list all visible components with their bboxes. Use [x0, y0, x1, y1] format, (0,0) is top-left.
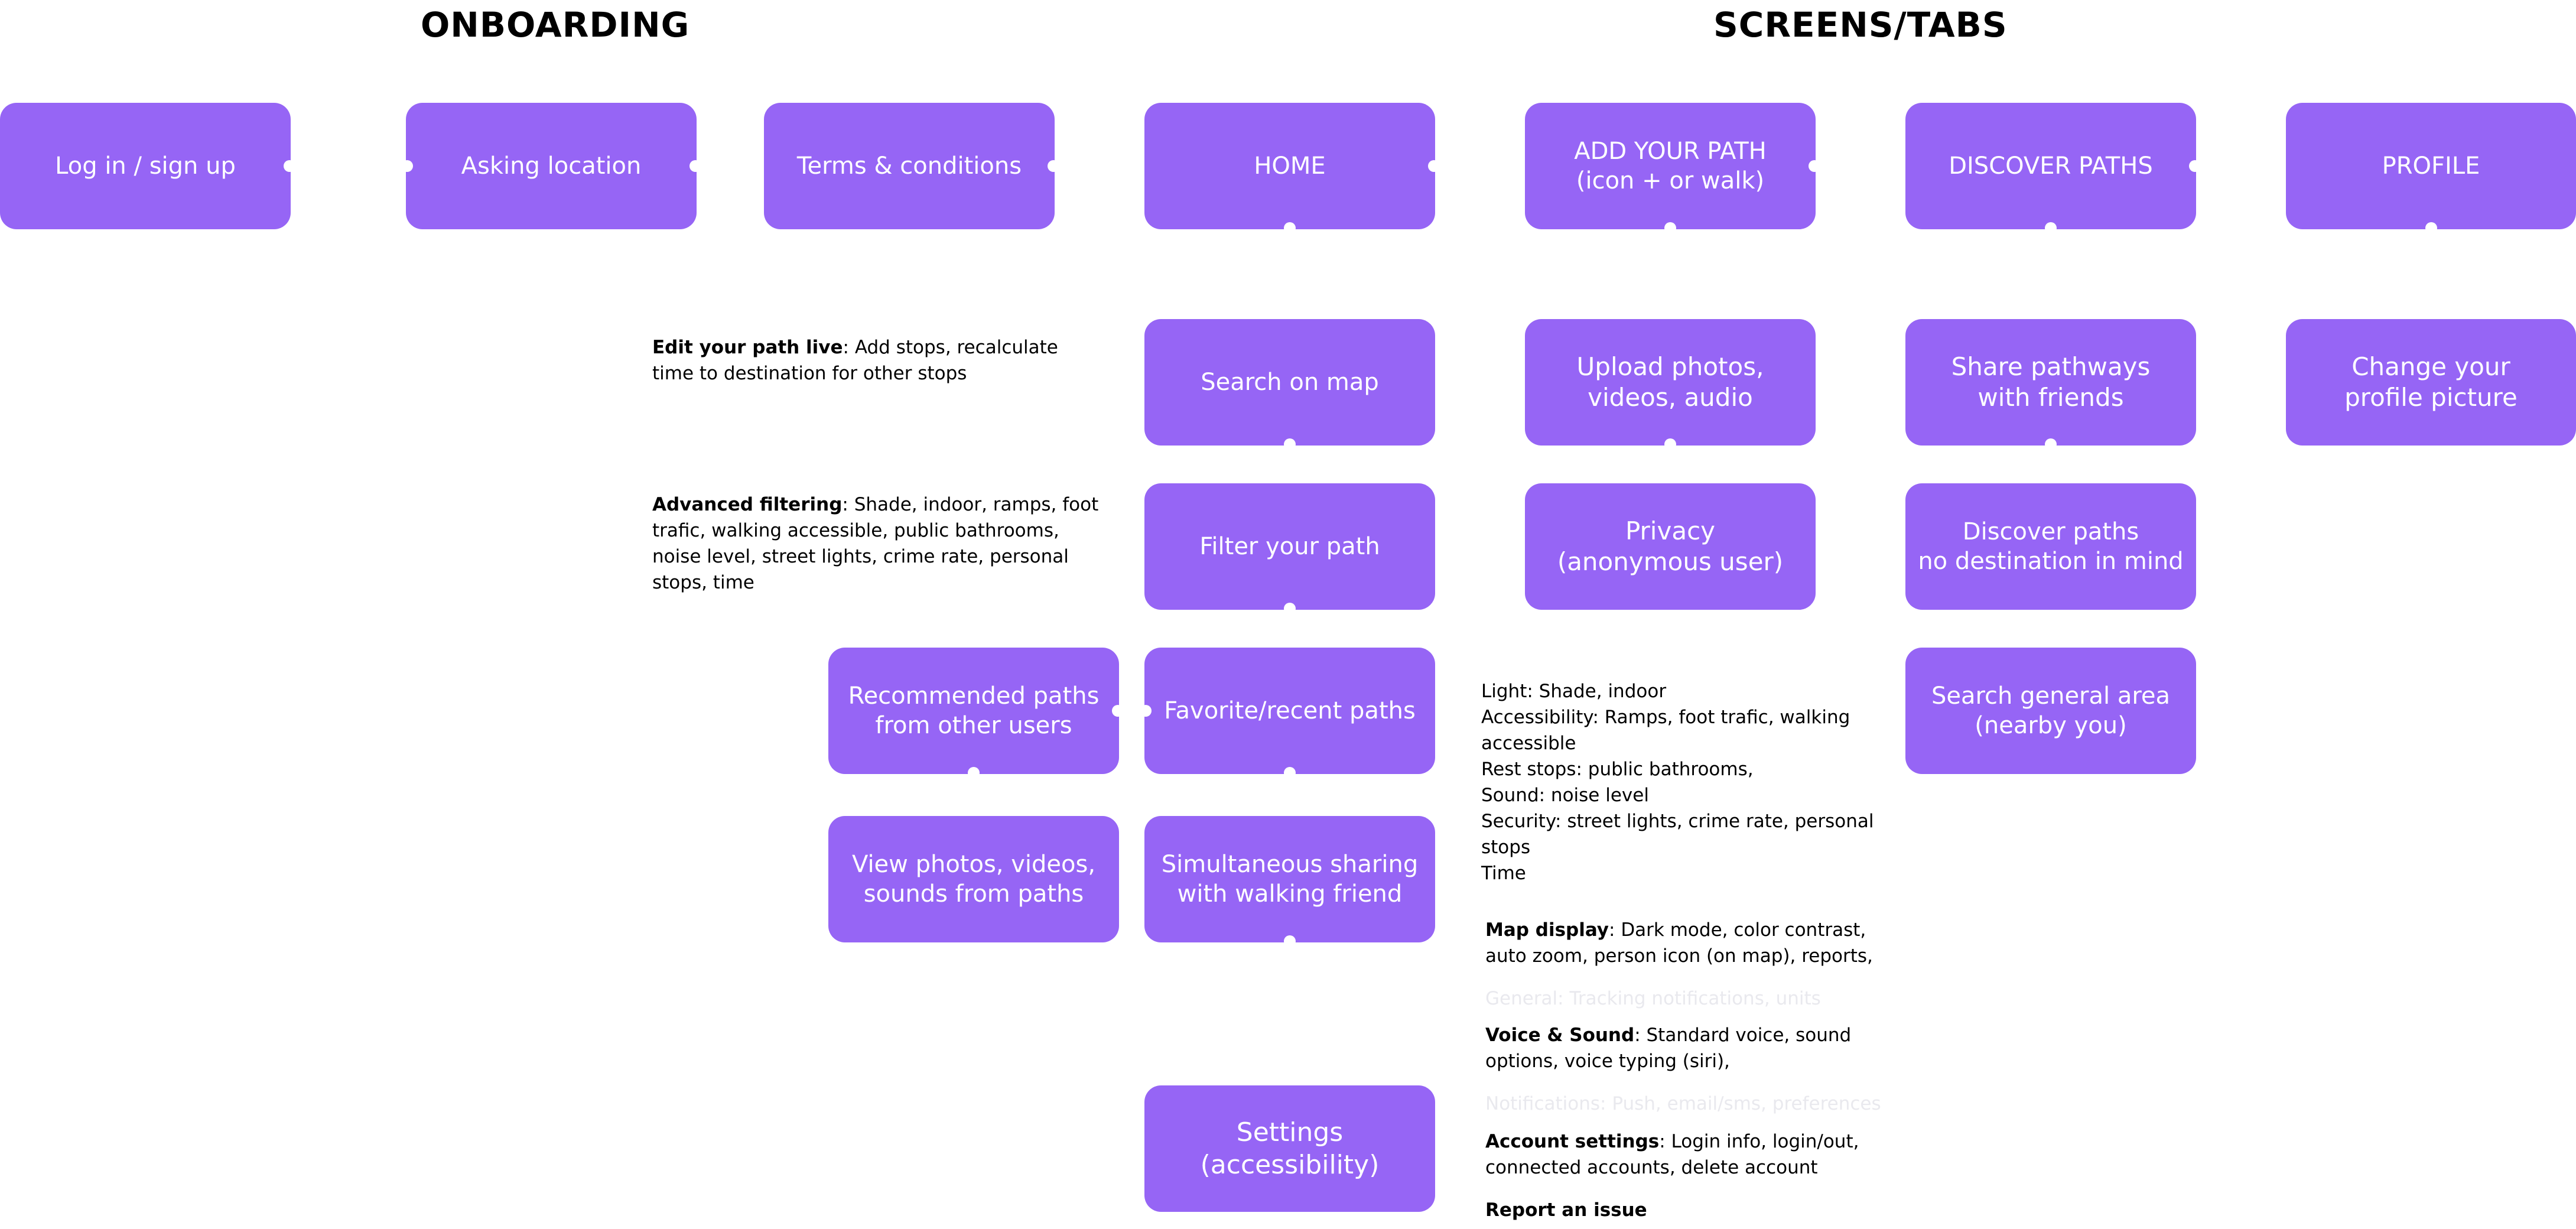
connector-dot — [1284, 438, 1296, 450]
search-general-area-node: Search general area (nearby you) — [1905, 648, 2196, 774]
search-general-area-label: Search general area (nearby you) — [1931, 682, 2171, 739]
map-display-note: Map display: Dark mode, color contrast, … — [1485, 917, 1923, 969]
filter-your-path-node: Filter your path — [1144, 483, 1435, 614]
advanced-filtering-note: Advanced filtering: Shade, indoor, ramps… — [652, 492, 1101, 596]
change-profile-picture-node: Change your profile picture — [2286, 319, 2576, 446]
simultaneous-sharing-node: Simultaneous sharing with walking friend — [1144, 816, 1435, 947]
recommended-paths-node: Recommended paths from other users — [828, 648, 1124, 779]
report-issue-note: Report an issue — [1485, 1197, 1923, 1223]
connector-dot — [1809, 160, 1820, 172]
map-display-title: Map display — [1485, 919, 1609, 941]
discover-no-destination-node: Discover paths no destination in mind — [1905, 483, 2196, 610]
advanced-filtering-body: : Shade, indoor, ramps, foot trafic, wal… — [652, 494, 1099, 593]
connector-dot — [1664, 438, 1676, 450]
connector-dot — [1664, 222, 1676, 234]
change-profile-picture-label: Change your profile picture — [2344, 352, 2518, 412]
profile-label: PROFILE — [2382, 152, 2480, 180]
privacy-node: Privacy (anonymous user) — [1525, 483, 1816, 610]
recommended-paths-label: Recommended paths from other users — [848, 682, 1100, 739]
privacy-label: Privacy (anonymous user) — [1557, 516, 1784, 577]
search-on-map-label: Search on map — [1201, 369, 1379, 396]
search-on-map-node: Search on map — [1144, 319, 1435, 450]
account-settings-title: Account settings — [1485, 1131, 1660, 1152]
connector-dot — [2189, 160, 2201, 172]
voice-sound-title: Voice & Sound — [1485, 1025, 1635, 1046]
voice-sound-body: : Standard voice, sound options, voice t… — [1485, 1025, 1852, 1072]
general-faint-text: General: Tracking notifications, units — [1485, 988, 1821, 1009]
connector-dot — [1140, 705, 1152, 717]
view-media-label: View photos, videos, sounds from paths — [851, 851, 1096, 908]
profile-node: PROFILE — [2286, 103, 2576, 234]
favorite-recent-paths-node: Favorite/recent paths — [1140, 648, 1435, 779]
edit-path-live-title: Edit your path live — [652, 337, 843, 358]
edit-path-live-body: : Add stops, recalculate time to destina… — [652, 337, 1058, 384]
terms-conditions-node: Terms & conditions — [764, 103, 1059, 229]
connector-dot — [1284, 222, 1296, 234]
favorite-recent-paths-label: Favorite/recent paths — [1164, 697, 1416, 724]
report-issue-title: Report an issue — [1485, 1199, 1647, 1221]
notifications-faint-text: Notifications: Push, email/sms, preferen… — [1485, 1093, 1881, 1114]
simultaneous-sharing-label: Simultaneous sharing with walking friend — [1161, 851, 1419, 908]
connector-dot — [1284, 935, 1296, 947]
view-media-node: View photos, videos, sounds from paths — [828, 816, 1119, 942]
home-label: HOME — [1254, 152, 1326, 180]
account-settings-body: : Login info, login/out, connected accou… — [1485, 1131, 1859, 1178]
filter-your-path-label: Filter your path — [1199, 533, 1380, 560]
connector-dot — [1112, 705, 1124, 717]
share-pathways-node: Share pathways with friends — [1905, 319, 2196, 450]
connector-dot — [968, 767, 980, 779]
connector-dot — [284, 160, 295, 172]
connector-dot — [689, 160, 701, 172]
connector-dot — [1284, 603, 1296, 614]
connector-dot — [401, 160, 413, 172]
filter-categories-note: Light: Shade, indoor Accessibility: Ramp… — [1481, 681, 1874, 884]
general-faint-note: General: Tracking notifications, units — [1485, 986, 1923, 1012]
discover-paths-label: DISCOVER PATHS — [1949, 152, 2153, 180]
discover-no-destination-label: Discover paths no destination in mind — [1918, 518, 2184, 575]
onboarding-heading: ONBOARDING — [421, 5, 690, 45]
login-signup-label: Log in / sign up — [55, 152, 236, 180]
discover-paths-node: DISCOVER PATHS — [1905, 103, 2201, 234]
asking-location-label: Asking location — [461, 152, 642, 180]
upload-media-label: Upload photos, videos, audio — [1576, 352, 1764, 412]
add-your-path-label: ADD YOUR PATH (icon + or walk) — [1574, 138, 1767, 194]
connector-dot — [2045, 222, 2057, 234]
voice-sound-note: Voice & Sound: Standard voice, sound opt… — [1485, 1022, 1923, 1074]
login-signup-node: Log in / sign up — [0, 103, 295, 229]
home-node: HOME — [1144, 103, 1440, 234]
terms-conditions-label: Terms & conditions — [796, 152, 1022, 180]
connector-dot — [1048, 160, 1059, 172]
asking-location-node: Asking location — [401, 103, 701, 229]
notifications-faint-note: Notifications: Push, email/sms, preferen… — [1485, 1091, 1923, 1117]
account-settings-note: Account settings: Login info, login/out,… — [1485, 1129, 1923, 1181]
settings-node: Settings (accessibility) — [1144, 1085, 1435, 1212]
settings-label: Settings (accessibility) — [1200, 1117, 1380, 1180]
connector-dot — [2425, 222, 2437, 234]
map-display-body: : Dark mode, color contrast, auto zoom, … — [1485, 919, 1873, 967]
advanced-filtering-title: Advanced filtering — [652, 494, 843, 515]
edit-path-live-note: Edit your path live: Add stops, recalcul… — [652, 334, 1066, 386]
upload-media-node: Upload photos, videos, audio — [1525, 319, 1816, 450]
connector-dot — [1428, 160, 1440, 172]
screens-tabs-heading: SCREENS/TABS — [1713, 5, 2008, 45]
connector-dot — [1284, 767, 1296, 779]
connector-dot — [2045, 438, 2057, 450]
share-pathways-label: Share pathways with friends — [1951, 352, 2151, 412]
add-your-path-node: ADD YOUR PATH (icon + or walk) — [1525, 103, 1820, 234]
